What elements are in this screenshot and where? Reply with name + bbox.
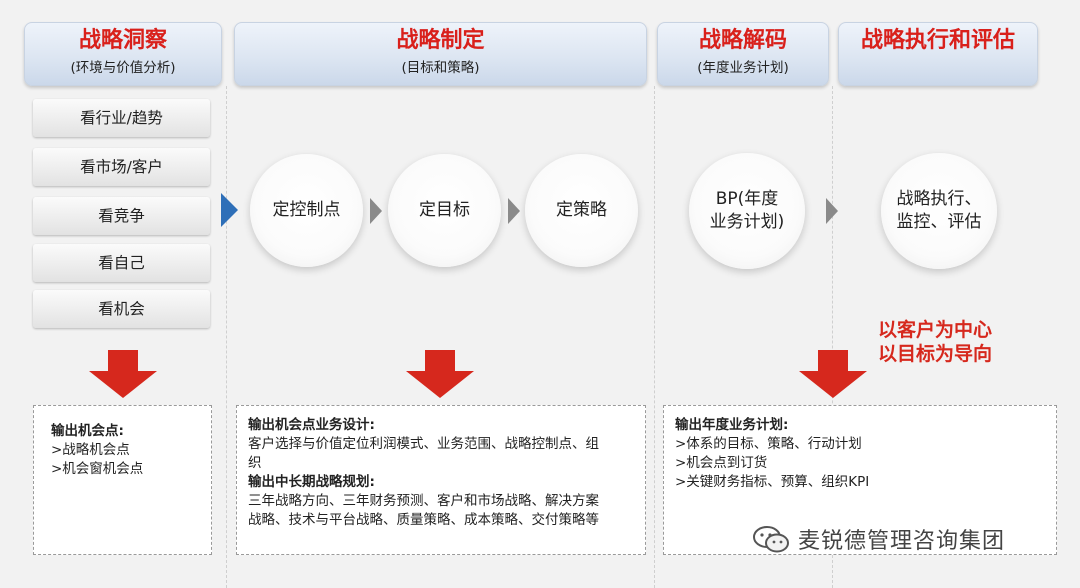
down-arrow-icon bbox=[799, 350, 867, 398]
circle-strategy: 定策略 bbox=[525, 154, 638, 267]
circle-business-plan: BP(年度 业务计划) bbox=[689, 153, 805, 269]
circle-label: 定策略 bbox=[556, 200, 607, 220]
column-divider bbox=[226, 86, 227, 588]
wechat-icon bbox=[753, 526, 789, 553]
insight-item-competition: 看竞争 bbox=[33, 197, 210, 235]
circle-label: 定控制点 bbox=[272, 200, 341, 220]
output-item: >体系的目标、策略、行动计划 bbox=[675, 436, 862, 452]
output-item: >机会点到订货 bbox=[675, 455, 768, 471]
circle-label: 定目标 bbox=[419, 200, 470, 220]
flow-pointer-icon bbox=[221, 193, 238, 227]
flow-arrow-icon bbox=[508, 198, 520, 224]
circle-execution-monitoring: 战略执行、 监控、评估 bbox=[881, 153, 997, 269]
insight-item-market-customer: 看市场/客户 bbox=[33, 148, 210, 186]
output-text: 三年战略方向、三年财务预测、客户和市场战略、解决方案 bbox=[248, 493, 599, 509]
header-strategy-formulation: 战略制定 (目标和策略) bbox=[234, 22, 647, 86]
output-item: >战略机会点 bbox=[51, 442, 130, 458]
output-box-business-design: 输出机会点业务设计: 客户选择与价值定位利润模式、业务范围、战略控制点、组 织 … bbox=[236, 405, 646, 555]
column-divider bbox=[654, 86, 655, 588]
header-title: 战略解码 bbox=[698, 28, 787, 53]
output-heading: 输出年度业务计划: bbox=[675, 417, 789, 433]
circle-label-line1: BP(年度 bbox=[715, 189, 779, 209]
slogan-line2: 以目标为导向 bbox=[878, 343, 993, 365]
header-title: 战略洞察 bbox=[78, 28, 167, 53]
header-subtitle: (环境与价值分析) bbox=[70, 60, 176, 76]
header-title: 战略制定 bbox=[396, 28, 485, 53]
insight-item-self: 看自己 bbox=[33, 244, 210, 282]
output-heading: 输出机会点业务设计: bbox=[248, 417, 375, 433]
output-heading: 输出机会点: bbox=[51, 423, 124, 439]
header-strategy-insight: 战略洞察 (环境与价值分析) bbox=[24, 22, 222, 86]
output-item: >关键财务指标、预算、组织KPI bbox=[675, 474, 870, 490]
circle-goal: 定目标 bbox=[388, 154, 501, 267]
output-heading: 输出中长期战略规划: bbox=[248, 474, 375, 490]
output-box-opportunities: 输出机会点: >战略机会点 >机会窗机会点 bbox=[33, 405, 212, 555]
header-title: 战略执行和评估 bbox=[860, 28, 1015, 53]
header-subtitle: (年度业务计划) bbox=[697, 60, 789, 76]
header-strategy-execution: 战略执行和评估 bbox=[838, 22, 1038, 86]
output-text: 织 bbox=[248, 455, 262, 471]
header-subtitle: (目标和策略) bbox=[401, 60, 480, 76]
slogan: 以客户为中心 以目标为导向 bbox=[878, 318, 992, 366]
header-strategy-decoding: 战略解码 (年度业务计划) bbox=[657, 22, 829, 86]
circle-label-line2: 业务计划) bbox=[709, 212, 785, 232]
output-text: 战略、技术与平台战略、质量策略、成本策略、交付策略等 bbox=[248, 512, 599, 528]
insight-item-industry-trend: 看行业/趋势 bbox=[33, 99, 210, 137]
down-arrow-icon bbox=[89, 350, 157, 398]
watermark: 麦锐德管理咨询集团 bbox=[752, 520, 1005, 558]
output-text: 客户选择与价值定位利润模式、业务范围、战略控制点、组 bbox=[248, 436, 599, 452]
watermark-text: 麦锐德管理咨询集团 bbox=[798, 529, 1006, 554]
down-arrow-icon bbox=[406, 350, 474, 398]
output-item: >机会窗机会点 bbox=[51, 461, 144, 477]
column-divider bbox=[832, 86, 833, 588]
slogan-line1: 以客户为中心 bbox=[878, 319, 993, 341]
circle-label-line1: 战略执行、 bbox=[896, 189, 982, 209]
insight-item-opportunity: 看机会 bbox=[33, 290, 210, 328]
circle-control-point: 定控制点 bbox=[250, 154, 363, 267]
flow-arrow-icon bbox=[826, 198, 838, 224]
circle-label-line2: 监控、评估 bbox=[896, 212, 982, 232]
flow-arrow-icon bbox=[370, 198, 382, 224]
output-box-annual-plan: 输出年度业务计划: >体系的目标、策略、行动计划 >机会点到订货 >关键财务指标… bbox=[663, 405, 1057, 555]
